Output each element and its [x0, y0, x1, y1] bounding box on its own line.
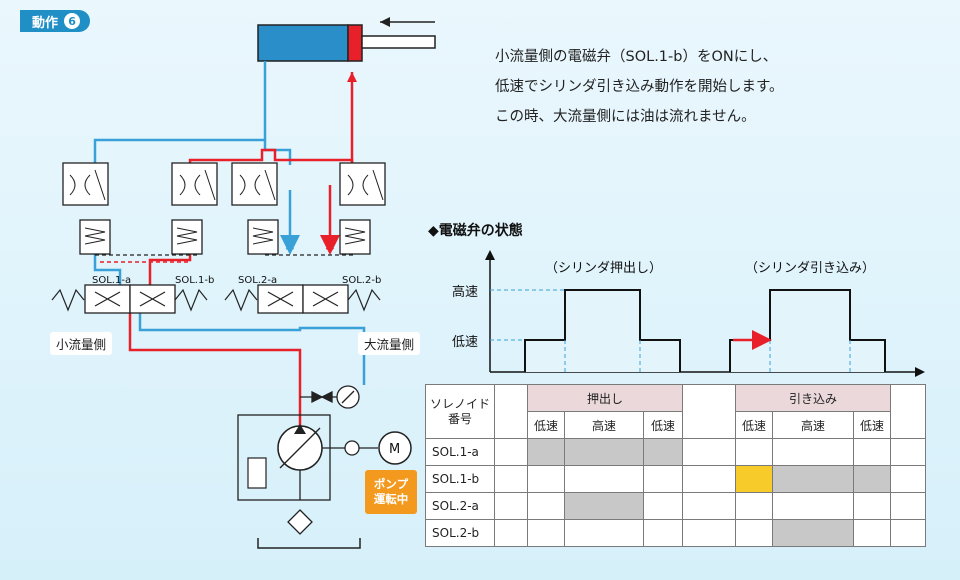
sol-label-1a: SOL.1-a [92, 275, 131, 286]
y-label-low: 低速 [452, 335, 478, 350]
row-label: SOL.2-b [425, 519, 495, 547]
sol-label-2b: SOL.2-b [342, 275, 381, 286]
cylinder [257, 17, 436, 62]
motor-label: M [389, 442, 400, 457]
description-line-2: 低速でシリンダ引き込み動作を開始します。 [495, 79, 784, 95]
phase2-label: （シリンダ引き込み） [745, 261, 875, 276]
row-label: SOL.2-a [425, 492, 495, 520]
sub-header: 高速 [564, 411, 644, 439]
state-section-title: ◆電磁弁の状態 [428, 223, 523, 239]
table-group-retract: 引き込み [735, 384, 891, 412]
phase1-label: （シリンダ押出し） [545, 261, 662, 276]
solenoid-state-table: ソレノイド番号 押出し 引き込み 低速 高速 低速 低速 高速 低速 SOL.1… [425, 384, 926, 547]
table-group-push: 押出し [527, 384, 683, 412]
sub-header: 高速 [772, 411, 854, 439]
table-row: SOL.1-b [425, 465, 926, 493]
sol-label-1b: SOL.1-b [175, 275, 214, 286]
description-line-1: 小流量側の電磁弁（SOL.1-b）をONにし、 [495, 49, 778, 65]
table-row: SOL.2-b [425, 519, 926, 547]
blocked-marker-blue: × [284, 238, 296, 254]
sub-header: 低速 [853, 411, 891, 439]
description-line-3: この時、大流量側には油は流れません。 [495, 109, 756, 125]
pump-badge-line1: ポンプ [373, 477, 409, 491]
sub-header: 低速 [527, 411, 565, 439]
row-label: SOL.1-b [425, 465, 495, 493]
row-label: SOL.1-a [425, 438, 495, 466]
blocked-marker-red: × [324, 238, 336, 254]
sub-header: 低速 [735, 411, 773, 439]
table-header-label: ソレノイド番号 [425, 384, 495, 439]
flow-control-valves [62, 162, 386, 255]
pressure-gauge [300, 385, 360, 409]
pump-badge-line2: 運転中 [373, 492, 409, 506]
large-flow-label: 大流量側 [358, 332, 421, 355]
y-label-high: 高速 [452, 284, 478, 300]
pump-running-badge: ポンプ 運転中 [365, 470, 417, 514]
sol-label-2a: SOL.2-a [238, 275, 277, 286]
sub-header: 低速 [643, 411, 683, 439]
step-badge: 動作 6 [20, 10, 91, 32]
directional-valves [84, 284, 349, 314]
small-flow-label: 小流量側 [50, 332, 113, 355]
table-row: SOL.2-a [425, 492, 926, 520]
state-chart [485, 250, 925, 377]
pump-unit [237, 414, 412, 549]
table-row: SOL.1-a [425, 438, 926, 466]
step-label: 動作 [32, 15, 59, 31]
pressure-lines [128, 72, 354, 430]
description: 小流量側の電磁弁（SOL.1-b）をONにし、 低速でシリンダ引き込み動作を開始… [495, 42, 784, 132]
return-lines [93, 61, 366, 385]
step-number: 6 [64, 13, 81, 29]
